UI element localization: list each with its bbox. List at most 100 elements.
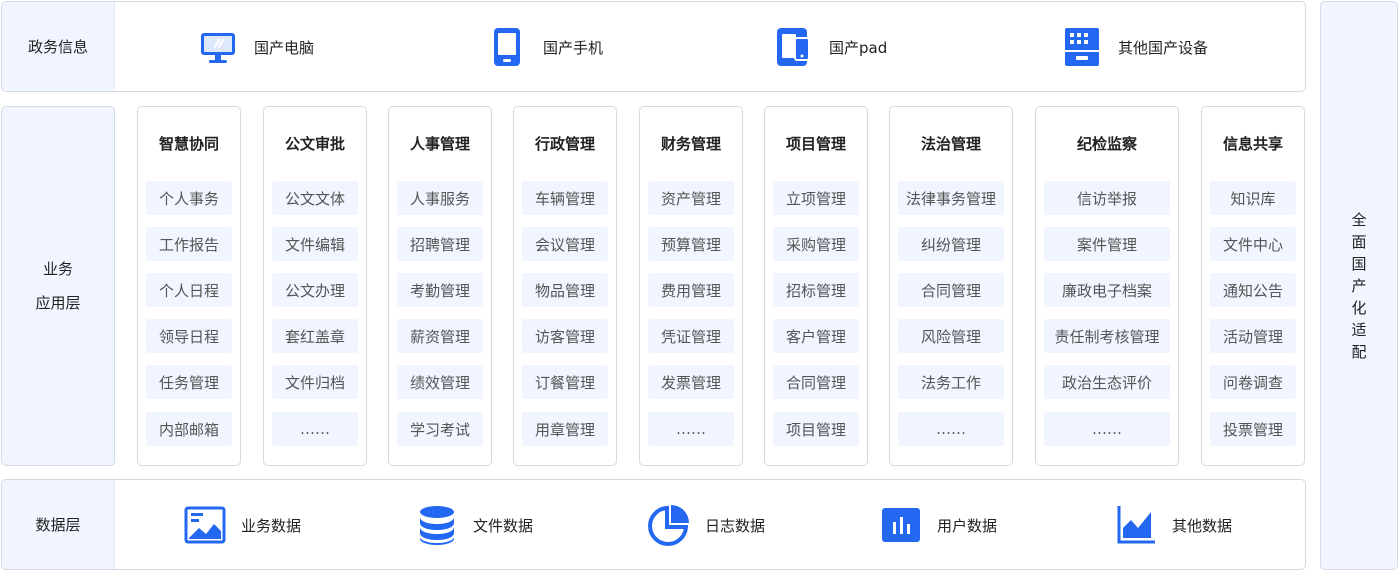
data-file: 文件数据 [415,503,533,547]
module-item: …… [272,412,358,446]
module-column: 纪检监察信访举报案件管理廉政电子档案责任制考核管理政治生态评价 …… [1035,106,1179,466]
device-icon [1062,25,1102,69]
module-item: 个人日程 [146,273,232,307]
module-item: 招标管理 [773,273,859,307]
module-item: 案件管理 [1044,227,1170,261]
module-item: 合同管理 [773,365,859,399]
module-item: 文件编辑 [272,227,358,261]
data-layer-label: 数据层 [2,480,115,569]
device-tablet: 国产pad [773,25,887,69]
module-item: 用章管理 [522,412,608,446]
module-title: 财务管理 [660,135,721,153]
business-application-layer: 业务 应用层 智慧协同个人事务工作报告个人日程领导日程任务管理内部邮箱公文审批公… [1,106,1306,466]
data-layer: 数据层 业务数据 文件数据 [1,479,1306,570]
module-item: 法务工作 [898,365,1004,399]
module-item: 资产管理 [648,181,734,215]
module-item: …… [648,412,734,446]
module-column: 人事管理人事服务招聘管理考勤管理薪资管理绩效管理学习考试 [388,106,492,466]
module-item: 薪资管理 [397,319,483,353]
device-tablet-label: 国产pad [829,38,888,57]
data-user: 用户数据 [879,503,997,547]
module-item: 招聘管理 [397,227,483,261]
module-item: 廉政电子档案 [1044,273,1170,307]
module-item: 政治生态评价 [1044,365,1170,399]
module-item: 知识库 [1210,181,1296,215]
module-item: 内部邮箱 [146,412,232,446]
module-item: 学习考试 [397,412,483,446]
module-item: 个人事务 [146,181,232,215]
database-icon [415,503,459,547]
module-column: 法治管理法律事务管理纠纷管理合同管理风险管理法务工作 …… [889,106,1013,466]
computer-icon [198,25,238,69]
module-item: 投票管理 [1210,412,1296,446]
module-item: 车辆管理 [522,181,608,215]
data-log: 日志数据 [647,503,765,547]
module-item: 合同管理 [898,273,1004,307]
pie-chart-icon [647,503,691,547]
tablet-icon [773,25,813,69]
module-item: 问卷调查 [1210,365,1296,399]
module-item: 采购管理 [773,227,859,261]
module-item: 信访举报 [1044,181,1170,215]
module-item: 通知公告 [1210,273,1296,307]
module-item: 法律事务管理 [898,181,1004,215]
module-item: 文件中心 [1210,227,1296,261]
module-title: 行政管理 [534,135,595,153]
module-column: 公文审批公文文体文件编辑公文办理套红盖章文件归档…… [263,106,367,466]
module-item: 纠纷管理 [898,227,1004,261]
data-business-label: 业务数据 [241,516,302,535]
module-item: 责任制考核管理 [1044,319,1170,353]
module-item: …… [898,412,1004,446]
module-item: 绩效管理 [397,365,483,399]
module-item: 客户管理 [773,319,859,353]
data-log-label: 日志数据 [705,516,766,535]
data-business: 业务数据 [183,503,301,547]
area-chart-icon [1114,503,1158,547]
module-item: 套红盖章 [272,319,358,353]
phone-icon [487,25,527,69]
module-title: 信息共享 [1222,135,1283,153]
module-title: 项目管理 [785,135,846,153]
module-column: 智慧协同个人事务工作报告个人日程领导日程任务管理内部邮箱 [137,106,241,466]
module-item: 发票管理 [648,365,734,399]
device-computer-label: 国产电脑 [254,38,315,57]
module-item: 人事服务 [397,181,483,215]
module-item: 风险管理 [898,319,1004,353]
data-other: 其他数据 [1114,503,1232,547]
module-item: 领导日程 [146,319,232,353]
image-chart-icon [183,503,227,547]
module-item: 活动管理 [1210,319,1296,353]
government-info-layer: 政务信息 国产电脑 国产手机 [1,1,1306,92]
full-localization-adaptation: 全面国产化适配 [1320,1,1398,570]
module-item: 考勤管理 [397,273,483,307]
module-item: 公文办理 [272,273,358,307]
module-item: 任务管理 [146,365,232,399]
module-title: 纪检监察 [1076,135,1137,153]
module-item: 物品管理 [522,273,608,307]
module-item: 费用管理 [648,273,734,307]
module-column: 行政管理车辆管理会议管理物品管理访客管理订餐管理用章管理 [513,106,617,466]
module-item: 凭证管理 [648,319,734,353]
device-phone: 国产手机 [487,25,603,69]
module-column: 项目管理立项管理采购管理招标管理客户管理合同管理项目管理 [764,106,868,466]
module-item: 文件归档 [272,365,358,399]
module-item: 会议管理 [522,227,608,261]
data-file-label: 文件数据 [473,516,534,535]
module-item: 访客管理 [522,319,608,353]
module-item: 立项管理 [773,181,859,215]
module-column: 信息共享知识库文件中心通知公告活动管理问卷调查投票管理 [1201,106,1305,466]
module-title: 公文审批 [284,135,345,153]
data-other-label: 其他数据 [1172,516,1233,535]
module-item: 预算管理 [648,227,734,261]
full-localization-label: 全面国产化适配 [1351,210,1367,361]
device-phone-label: 国产手机 [543,38,604,57]
module-item: 订餐管理 [522,365,608,399]
module-title: 智慧协同 [158,135,219,153]
module-title: 法治管理 [920,135,981,153]
module-item: 项目管理 [773,412,859,446]
module-title: 人事管理 [409,135,470,153]
device-other: 其他国产设备 [1062,25,1208,69]
module-item: …… [1044,412,1170,446]
device-computer: 国产电脑 [198,25,314,69]
module-column: 财务管理资产管理预算管理费用管理凭证管理发票管理 …… [639,106,743,466]
